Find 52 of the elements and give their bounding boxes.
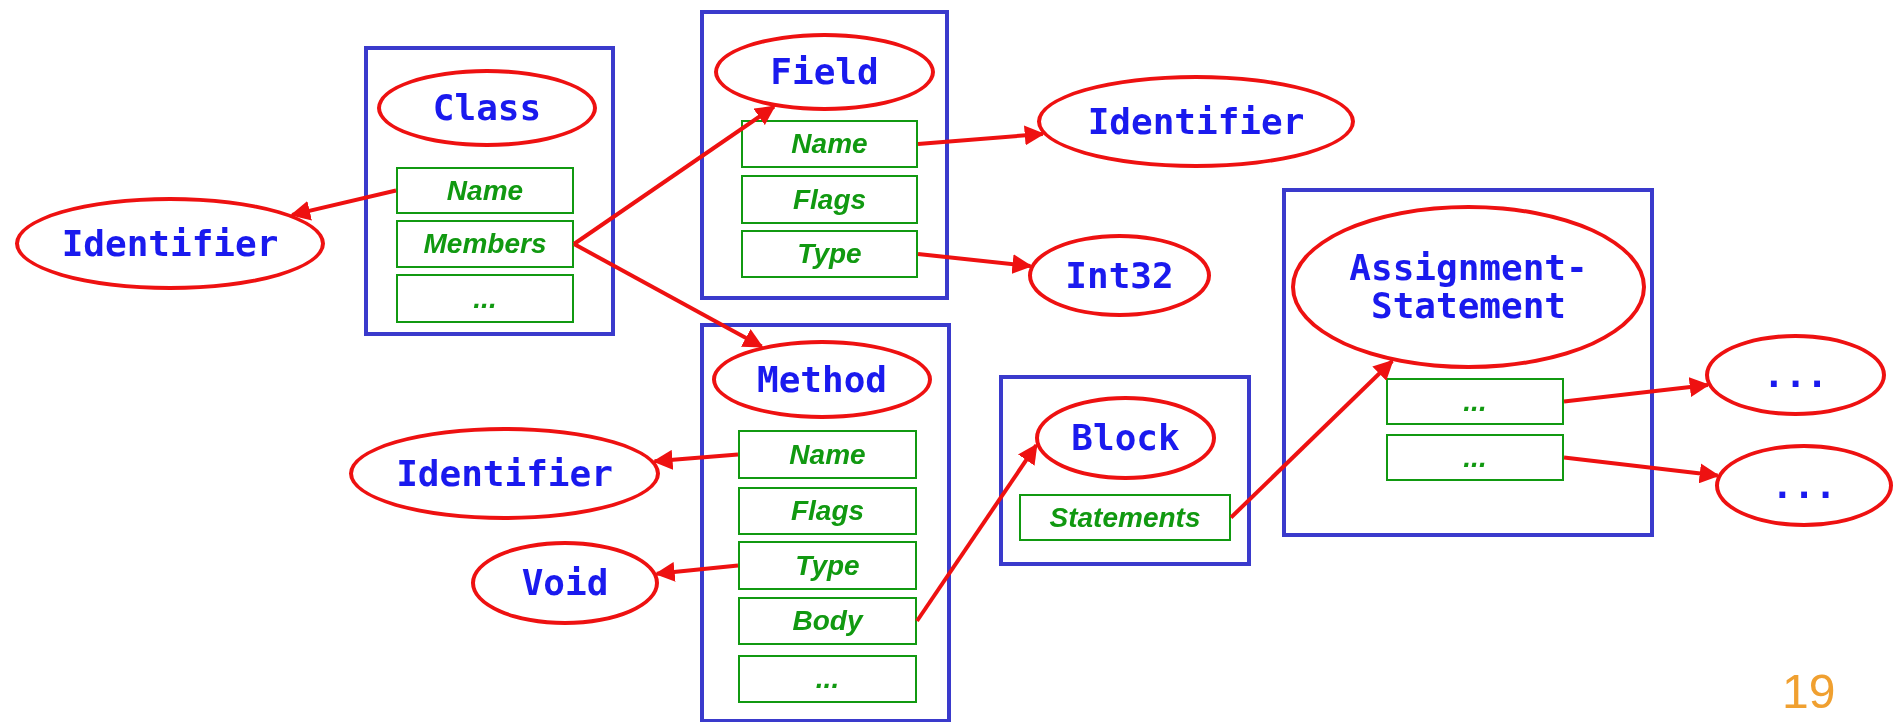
field-label: Name bbox=[789, 438, 866, 471]
field-label: ... bbox=[473, 282, 497, 315]
container-box bbox=[999, 375, 1251, 566]
node-label: Identifier bbox=[396, 454, 613, 493]
field-box bbox=[1386, 434, 1564, 481]
field-label: Type bbox=[797, 238, 862, 270]
node-label: Void bbox=[521, 564, 609, 602]
node-label: Assignment-Statement bbox=[1348, 249, 1589, 325]
container-box bbox=[1282, 188, 1654, 537]
field-box bbox=[738, 541, 917, 590]
node-label: Field bbox=[770, 53, 879, 91]
field-label: Body bbox=[792, 605, 863, 637]
field-label: Flags bbox=[790, 495, 865, 527]
field-label: Name bbox=[791, 128, 868, 160]
field-box bbox=[396, 220, 574, 268]
field-box bbox=[738, 597, 917, 645]
field-box bbox=[741, 175, 918, 224]
field-label: ... bbox=[1463, 441, 1487, 474]
container-box bbox=[700, 323, 951, 722]
field-label: Name bbox=[446, 174, 524, 207]
node-label: Class bbox=[432, 89, 542, 127]
node-label: Int32 bbox=[1065, 256, 1174, 295]
node-label: Block bbox=[1071, 419, 1180, 457]
arrow bbox=[917, 125, 1045, 146]
arrow bbox=[573, 242, 764, 349]
field-box bbox=[396, 167, 574, 214]
arrow bbox=[290, 188, 397, 221]
field-box bbox=[1386, 378, 1564, 425]
node-label: ... bbox=[1771, 466, 1837, 505]
field-box bbox=[738, 487, 917, 535]
field-box bbox=[741, 120, 918, 168]
node-label: Identifier bbox=[61, 224, 279, 263]
page-number: 19 bbox=[1782, 664, 1836, 719]
field-box bbox=[738, 430, 917, 479]
arrow bbox=[652, 449, 739, 470]
field-label: ... bbox=[1463, 385, 1487, 418]
container-box bbox=[364, 46, 615, 336]
arrow bbox=[654, 561, 739, 582]
field-label: Members bbox=[423, 228, 547, 260]
field-label: ... bbox=[815, 663, 840, 695]
container-box bbox=[700, 10, 949, 300]
field-box bbox=[741, 230, 918, 278]
field-box bbox=[396, 274, 574, 323]
field-label: Flags bbox=[792, 183, 867, 216]
arrow bbox=[1563, 377, 1710, 404]
field-label: Statements bbox=[1049, 501, 1201, 534]
field-box bbox=[1019, 494, 1231, 541]
field-box bbox=[738, 655, 917, 703]
node-label: ... bbox=[1763, 356, 1828, 394]
node-label: Method bbox=[756, 360, 887, 399]
field-label: Type bbox=[795, 549, 860, 582]
node-label: Identifier bbox=[1087, 102, 1305, 141]
